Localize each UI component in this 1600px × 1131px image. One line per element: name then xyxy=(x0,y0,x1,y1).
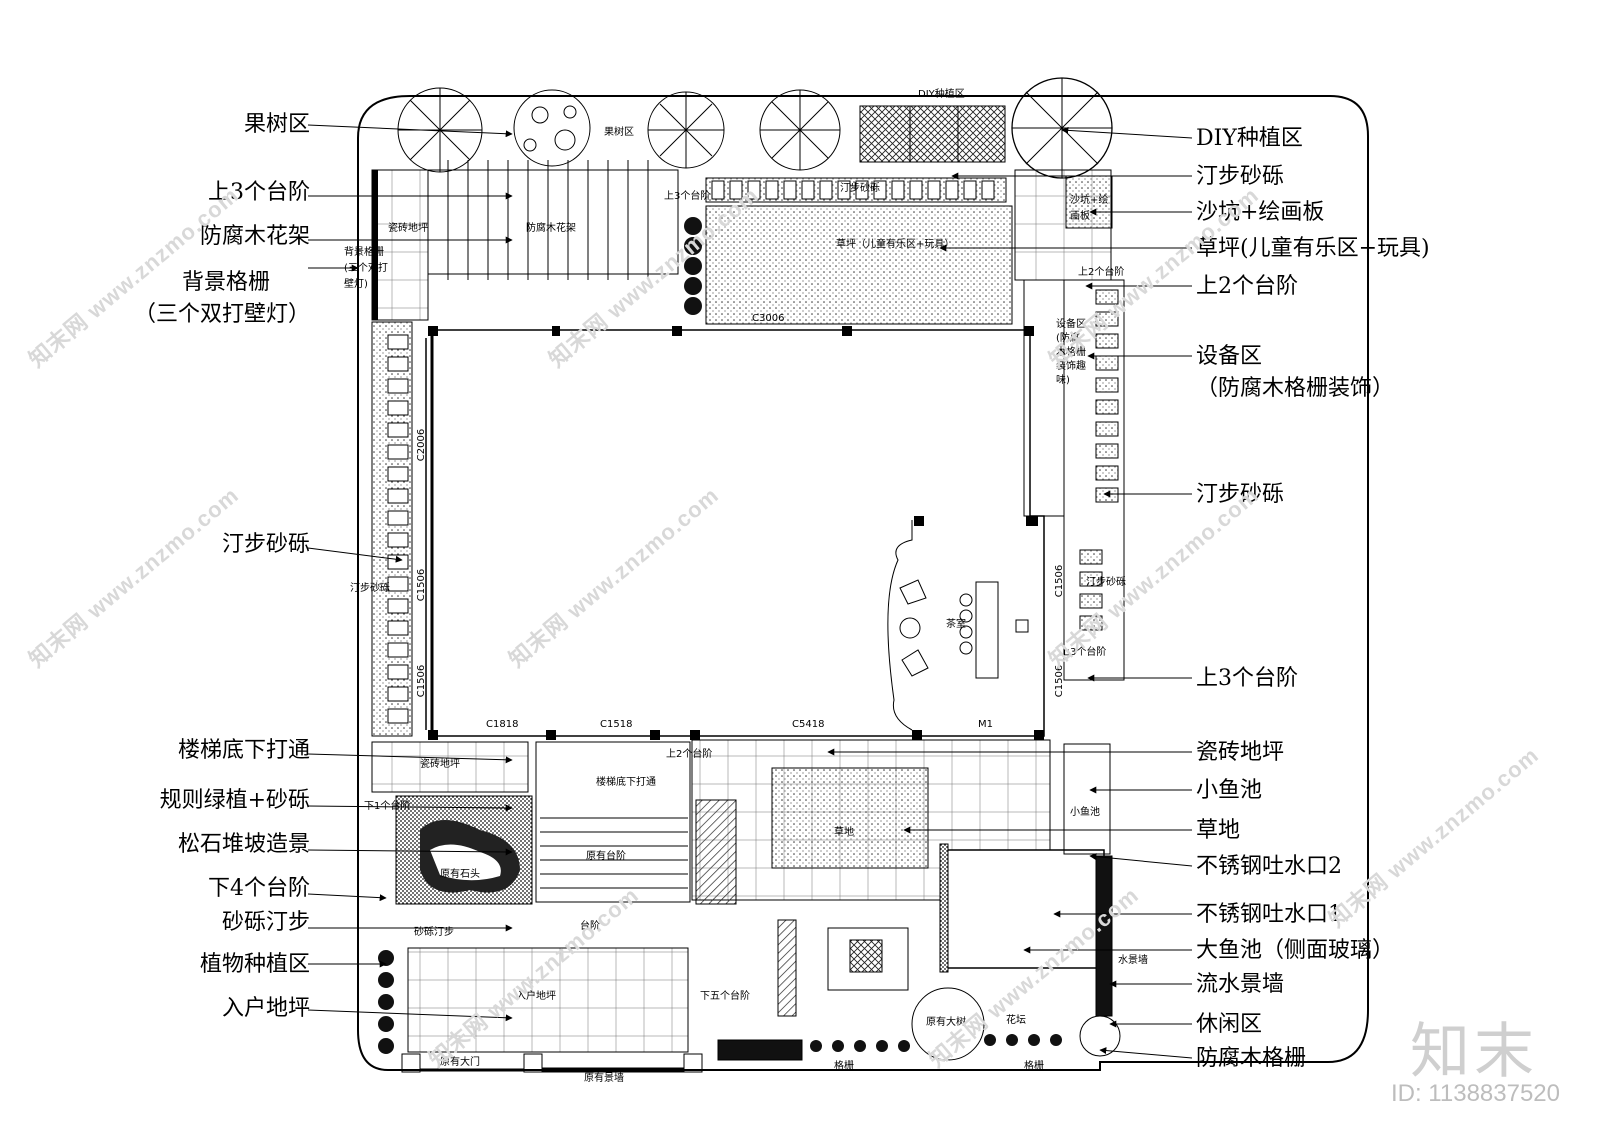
callout-equipment-sub: （防腐木格栅装饰） xyxy=(1196,376,1395,401)
plan-label-diy: DIY种植区 xyxy=(918,89,965,100)
brand-logo: 知末 xyxy=(1410,1018,1538,1085)
callout-green-gravel: 规则绿植+砂砾 xyxy=(159,788,310,813)
plan-label-gravel-left: 汀步砂砾 xyxy=(350,583,390,594)
plan-label-water-wall: 水景墙 xyxy=(1118,955,1148,966)
leisure-area xyxy=(717,919,1121,1061)
pergola xyxy=(427,160,679,280)
plan-label-equip: 设备区 xyxy=(1056,319,1086,330)
callout-rock-slope: 松石堆坡造景 xyxy=(177,832,310,857)
plan-label-steps2: 上2个台阶 xyxy=(1078,267,1125,278)
plan-label-steps3: 上3个台阶 xyxy=(664,191,711,202)
callout-under-stair: 楼梯底下打通 xyxy=(177,738,310,763)
callout-gravel-steps: 砂砾汀步 xyxy=(221,910,310,935)
plan-label-entry: 入户地坪 xyxy=(516,991,556,1002)
plan-label-flower: 花坛 xyxy=(1006,1015,1026,1026)
callout-big-pond: 大鱼池（侧面玻璃） xyxy=(1196,938,1395,963)
plan-label-c1506b: C1506 xyxy=(416,664,428,698)
callout-water-wall: 流水景墙 xyxy=(1196,972,1285,997)
lawn-area xyxy=(705,205,1013,325)
plan-label-orig-steps: 原有台阶 xyxy=(586,851,626,862)
plan-label-bg-grille-sub: (三个双打 xyxy=(344,263,388,274)
diy-bed xyxy=(859,105,1006,163)
plan-label-sandpit: 沙坑+绘 xyxy=(1070,195,1109,206)
plan-label-c2006: C2006 xyxy=(416,428,428,462)
plan-label-grille1: 格栅 xyxy=(834,1061,854,1072)
callout-equipment: 设备区 xyxy=(1196,344,1263,369)
plan-label-tile1: 瓷砖地坪 xyxy=(388,223,428,234)
callout-spout-2: 不锈钢吐水口2 xyxy=(1196,854,1342,879)
plan-label-c1518: C1518 xyxy=(600,719,633,730)
plan-label-c1506a: C1506 xyxy=(416,568,428,602)
plan-label-stair: 楼梯底下打通 xyxy=(596,777,656,788)
plan-label-tree: 原有大树 xyxy=(926,1017,966,1028)
plan-label-bg-grille-sub2: 壁灯) xyxy=(344,279,368,290)
plan-label-steps3b: 上3个台阶 xyxy=(1060,647,1107,658)
plan-label-tea: 茶室 xyxy=(946,619,966,630)
callout-leisure: 休闲区 xyxy=(1196,1012,1263,1037)
callout-up-3-steps-right: 上3个台阶 xyxy=(1196,666,1298,691)
plan-label-lawn: 草坪（儿童有乐区+玩具） xyxy=(836,239,955,250)
plan-label-fruit: 果树区 xyxy=(604,127,634,138)
hedge-shrubs xyxy=(684,217,702,315)
plan-label-orig-wall: 原有景墙 xyxy=(584,1073,624,1084)
small-fish-pond xyxy=(1063,743,1111,855)
right-stepping-stones xyxy=(1079,289,1119,631)
plan-label-down5: 下五个台阶 xyxy=(700,991,750,1002)
rock-mound xyxy=(395,795,533,905)
plan-label-equip4: 装饰趣 xyxy=(1056,361,1086,372)
callout-diy-planting: DIY种植区 xyxy=(1196,126,1303,151)
callout-sandpit: 沙坑+绘画板 xyxy=(1196,200,1325,225)
plan-label-bg-grille: 背景格栅 xyxy=(344,247,384,258)
plan-label-c3006: C3006 xyxy=(752,313,785,324)
callout-planting: 植物种植区 xyxy=(199,952,310,977)
plan-label-rock: 原有石头 xyxy=(440,869,480,880)
plan-label-gravel-right: 汀步砂砾 xyxy=(1086,577,1126,588)
plan-label-gravel-step: 砂砾汀步 xyxy=(414,927,454,938)
callout-up-2-steps: 上2个台阶 xyxy=(1196,274,1298,299)
callout-fruit-trees: 果树区 xyxy=(243,112,310,137)
callout-entry-floor: 入户地坪 xyxy=(221,996,310,1021)
plan-label-equip2: (防腐 xyxy=(1056,333,1080,344)
plan-label-gate: 原有大门 xyxy=(440,1057,480,1068)
plan-label-sandpit2: 画板 xyxy=(1070,211,1090,222)
leader-lines-right xyxy=(827,126,1193,1059)
callout-pergola: 防腐木花架 xyxy=(199,224,310,249)
leader-lines-left xyxy=(307,124,513,1022)
callout-bg-grille-lamps: （三个双打壁灯） xyxy=(133,302,310,327)
plan-label-tile2: 瓷砖地坪 xyxy=(420,759,460,770)
plan-label-grille2: 格栅 xyxy=(1024,1061,1044,1072)
image-id: ID: 1138837520 xyxy=(1390,1080,1560,1107)
site-boundary xyxy=(357,95,1369,1071)
plan-label-down1: 下1个台阶 xyxy=(364,801,411,812)
plan-label-steps-mid: 台阶 xyxy=(580,921,600,932)
callout-spout-1: 不锈钢吐水口1 xyxy=(1196,902,1342,927)
building-outline xyxy=(425,329,1045,737)
plan-label-steps2b: 上2个台阶 xyxy=(666,749,713,760)
callout-up-3-steps: 上3个台阶 xyxy=(208,180,310,205)
plan-label-equip3: 木格栅 xyxy=(1056,347,1086,358)
plan-label-gravel-top: 汀步砂砾 xyxy=(840,183,880,194)
callout-gravel-top: 汀步砂砾 xyxy=(1196,164,1285,189)
callout-tile-floor: 瓷砖地坪 xyxy=(1196,740,1285,765)
callout-gravel-stepping: 汀步砂砾 xyxy=(221,532,310,557)
callout-small-pond: 小鱼池 xyxy=(1196,778,1263,803)
entry-terrace xyxy=(401,947,703,1073)
callout-down-4-steps: 下4个台阶 xyxy=(208,876,310,901)
callout-bg-grille: 背景格栅 xyxy=(181,270,270,295)
plan-label-c1506c: C1506 xyxy=(1054,564,1066,598)
callout-wood-grille: 防腐木格栅 xyxy=(1196,1046,1307,1071)
plan-label-c1818: C1818 xyxy=(486,719,519,730)
plan-label-equip5: 味) xyxy=(1056,375,1070,386)
plan-label-c5418: C5418 xyxy=(792,719,825,730)
plan-label-pergola: 防腐木花架 xyxy=(526,223,576,234)
callout-gravel-right: 汀步砂砾 xyxy=(1196,482,1285,507)
callout-lawn: 草坪(儿童有乐区+玩具) xyxy=(1196,236,1430,261)
plan-label-m1: M1 xyxy=(978,719,993,730)
plan-label-small-pond: 小鱼池 xyxy=(1070,807,1100,818)
callout-grass: 草地 xyxy=(1196,818,1241,843)
plan-label-grass: 草地 xyxy=(834,827,854,838)
tea-room xyxy=(887,520,1029,731)
